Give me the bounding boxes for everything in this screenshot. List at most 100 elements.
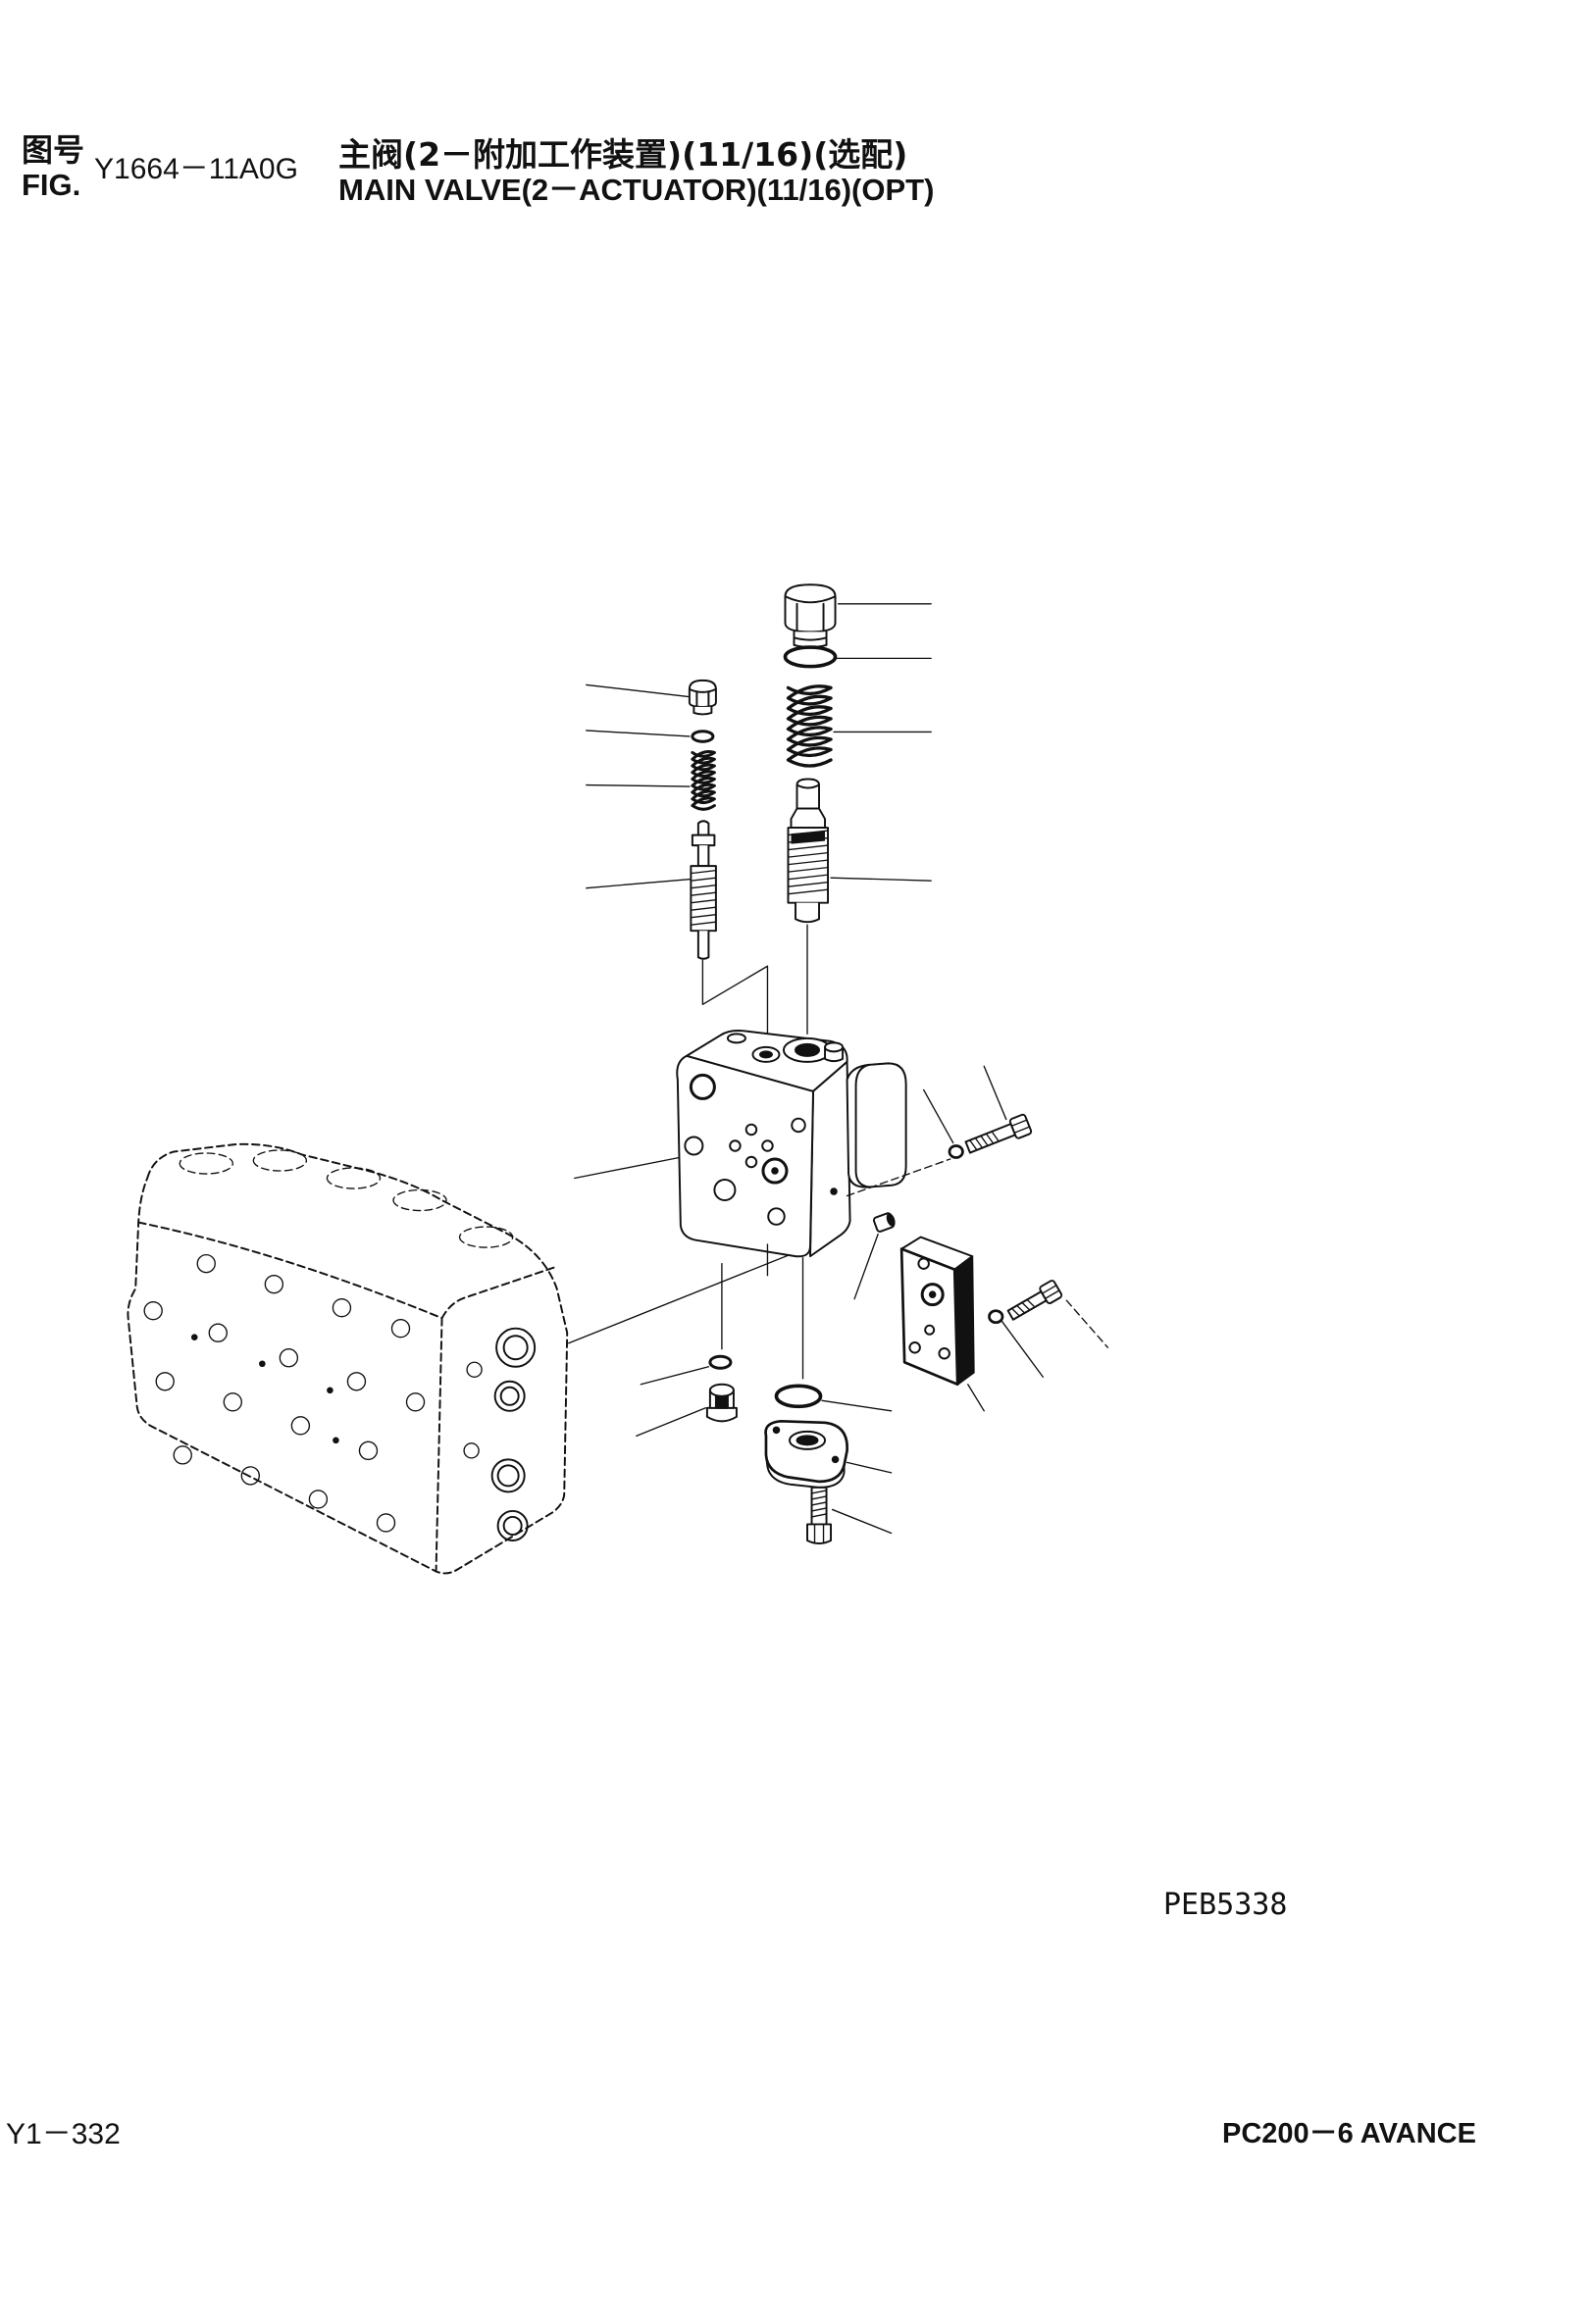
port-hole xyxy=(196,1253,216,1274)
assembly-line xyxy=(568,1247,805,1344)
poppet-upper-left xyxy=(690,820,717,960)
front-port-hole xyxy=(713,1179,737,1202)
bolt-head xyxy=(1039,1280,1063,1304)
leader-line xyxy=(586,730,691,737)
leader-line xyxy=(967,1384,985,1412)
flange-bolt-hole xyxy=(831,1455,840,1464)
side-port-inner xyxy=(502,1335,529,1361)
washer-lower xyxy=(988,1309,1004,1325)
front-port-hole xyxy=(767,1207,786,1226)
flange-top xyxy=(764,1419,848,1484)
bolt-head xyxy=(806,1523,833,1544)
bolt-threads xyxy=(969,1131,1000,1151)
plate-hole xyxy=(938,1347,950,1360)
plug-upper-right xyxy=(784,583,837,649)
port-hole xyxy=(290,1416,311,1436)
title-english: MAIN VALVE(2－ACTUATOR)(11/16)(OPT) xyxy=(338,173,935,207)
tap-dot xyxy=(327,1387,334,1394)
tap-dot xyxy=(190,1334,198,1341)
port-hole xyxy=(308,1490,329,1509)
bolt-threads xyxy=(1010,1298,1036,1317)
leader-line xyxy=(636,1407,707,1438)
main-valve-body xyxy=(127,1142,569,1575)
leader-line xyxy=(640,1366,710,1386)
bolt-head-edges xyxy=(1010,1119,1031,1134)
flange-port-inner xyxy=(796,1435,819,1446)
section-valve-block xyxy=(676,1030,907,1258)
port-hole xyxy=(405,1392,426,1412)
phantom-center-line xyxy=(846,1158,951,1197)
plug-bottom-left xyxy=(705,1383,738,1423)
title-chinese: 主阀(2－附加工作装置)(11/16)(选配) xyxy=(338,135,908,174)
plug-thread xyxy=(693,705,713,716)
spring-upper-left xyxy=(691,750,716,811)
poppet-neck xyxy=(696,844,710,868)
main-valve-edges xyxy=(137,1221,558,1573)
leader-line xyxy=(586,878,691,889)
tap-dot xyxy=(259,1360,266,1368)
leader-line xyxy=(846,1461,893,1474)
plate-port xyxy=(920,1283,945,1307)
side-port-small xyxy=(466,1361,483,1378)
port-hole xyxy=(143,1301,163,1321)
plug-head xyxy=(688,679,717,708)
port-hole xyxy=(358,1440,379,1461)
bolt-lower xyxy=(1006,1280,1063,1321)
main-valve-spool-bosses xyxy=(179,1149,514,1248)
phantom-center-line xyxy=(1065,1299,1109,1348)
o-ring-upper-right xyxy=(783,645,838,669)
figure-number: Y1664－11A0G xyxy=(94,153,298,185)
side-port-inner xyxy=(499,1386,520,1406)
bolt-hole xyxy=(744,1155,758,1169)
plate-hole xyxy=(917,1257,930,1270)
block-side-face xyxy=(809,1060,851,1258)
top-plug-cap xyxy=(824,1041,845,1053)
bolt-hole xyxy=(744,1123,758,1137)
bolt-upper xyxy=(964,1113,1033,1154)
flange xyxy=(764,1419,848,1489)
bolt-shank xyxy=(964,1123,1016,1154)
bolt-hole xyxy=(761,1139,774,1152)
bolt-bottom xyxy=(806,1486,833,1544)
leader-line xyxy=(574,1156,681,1180)
cover-plate xyxy=(899,1236,975,1387)
plate-front-face xyxy=(899,1247,959,1387)
top-boss xyxy=(726,1033,746,1044)
leader-line xyxy=(853,1233,879,1300)
poppet-threaded-body xyxy=(690,865,717,933)
leader-line xyxy=(830,877,932,882)
o-ring-upper-left xyxy=(691,730,715,743)
port-hole xyxy=(390,1319,411,1339)
port-hole xyxy=(173,1445,192,1465)
actuator-cap xyxy=(846,1062,907,1188)
leader-line xyxy=(821,1399,893,1412)
side-port-outer xyxy=(496,1509,529,1541)
port-hole xyxy=(264,1274,284,1294)
poppet-collar xyxy=(790,807,827,830)
bolt-threads xyxy=(810,1490,828,1518)
front-port-hole xyxy=(684,1136,704,1156)
top-port-hole xyxy=(795,1042,821,1057)
side-port-inner xyxy=(502,1515,523,1536)
leader-line xyxy=(1001,1320,1044,1378)
flange-bolt-hole xyxy=(772,1426,781,1435)
plug-hex-edges xyxy=(688,687,717,707)
poppet-threads xyxy=(690,869,717,926)
port-hole xyxy=(240,1466,261,1486)
poppet-upper-right xyxy=(787,778,830,924)
side-port-outer xyxy=(495,1327,537,1368)
poppet-bottom-rod xyxy=(696,930,710,960)
leader-line xyxy=(586,683,690,698)
poppet-stem xyxy=(796,778,821,810)
side-port-outer xyxy=(493,1380,526,1412)
front-port-hole xyxy=(761,1157,789,1185)
plug-hex-edges xyxy=(784,595,837,632)
washer-upper xyxy=(948,1144,964,1159)
bolt-head-edges xyxy=(813,1523,825,1544)
leader-line xyxy=(983,1065,1007,1121)
page-number: Y1－332 xyxy=(6,2118,121,2150)
side-port-inner xyxy=(496,1464,520,1488)
main-valve-outline xyxy=(127,1142,569,1575)
plug-flange xyxy=(705,1406,738,1423)
